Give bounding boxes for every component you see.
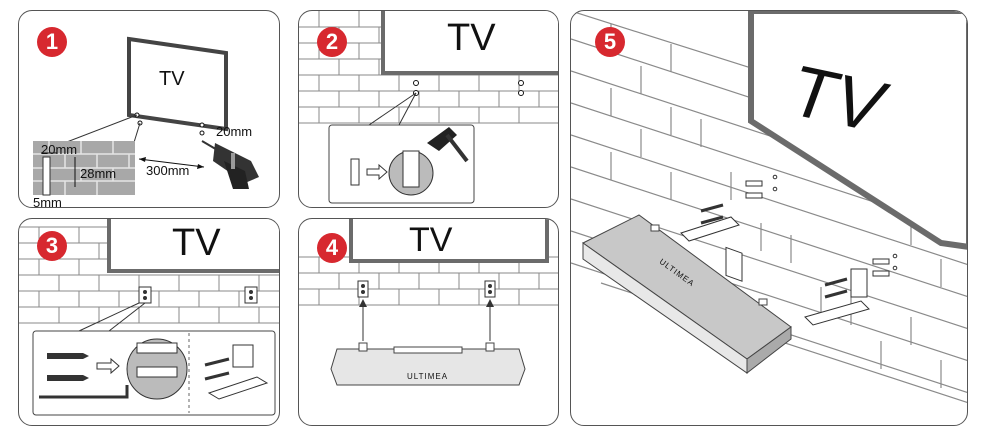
step-3-illustration bbox=[19, 219, 279, 416]
dimension-depth: 28mm bbox=[80, 166, 117, 181]
step-3-panel: 3 TV bbox=[18, 218, 280, 426]
step-1-illustration bbox=[33, 36, 259, 196]
step-4-illustration bbox=[299, 219, 558, 386]
bracket-right-icon bbox=[244, 286, 258, 304]
step-4-panel: 4 TV ULTIMEA bbox=[298, 218, 559, 426]
step-5-illustration bbox=[571, 11, 967, 403]
tv-outline bbox=[381, 11, 558, 75]
bracket-right-icon bbox=[484, 280, 496, 298]
dimension-hole-gap: 300mm bbox=[146, 163, 190, 178]
step-2-panel: 2 TV bbox=[298, 10, 559, 208]
tv-label: TV bbox=[409, 221, 453, 259]
anchor-icon bbox=[350, 158, 360, 186]
drill-icon bbox=[201, 140, 259, 189]
step-number-badge: 5 bbox=[595, 27, 625, 57]
bracket-assembly-icon bbox=[680, 174, 778, 282]
tv-label: TV bbox=[159, 68, 185, 90]
step-5-panel: 5 TV ULTIMEA bbox=[570, 10, 968, 426]
step-number-badge: 2 bbox=[317, 27, 347, 57]
step-2-illustration bbox=[299, 11, 558, 204]
brick-wall-inset bbox=[33, 141, 135, 196]
arrow-right-icon bbox=[96, 357, 120, 375]
brand-label: ULTIMEA bbox=[407, 372, 449, 381]
tv-label: TV bbox=[172, 222, 221, 264]
step-number-badge: 3 bbox=[37, 231, 67, 261]
soundbar-icon bbox=[582, 214, 792, 375]
dimension-bracket-spacing: 20mm bbox=[216, 124, 253, 139]
hole-marker-right-2 bbox=[199, 130, 205, 136]
bracket-assembly-icon-right bbox=[804, 253, 898, 326]
hammer-icon bbox=[427, 127, 469, 163]
soundbar-icon bbox=[330, 342, 526, 386]
tv-outline bbox=[748, 11, 967, 250]
tv-label: TV bbox=[447, 17, 496, 59]
dimension-top-spacing: 20mm bbox=[41, 142, 78, 157]
bracket-assembly-icon bbox=[204, 344, 269, 400]
screw-icon bbox=[47, 353, 89, 381]
dimension-diameter: 5mm bbox=[33, 195, 62, 208]
arrow-right-icon bbox=[366, 163, 388, 181]
tv-outline bbox=[127, 36, 228, 132]
bracket-left-icon bbox=[138, 286, 152, 304]
bracket-left-icon bbox=[357, 280, 369, 298]
hole-marker-right bbox=[199, 122, 205, 128]
tv-outline bbox=[107, 219, 279, 273]
step-number-badge: 1 bbox=[37, 27, 67, 57]
brick-wall bbox=[299, 256, 558, 306]
step-1-panel: 1 TV 20mm 20mm 300mm 28mm 5mm bbox=[18, 10, 280, 208]
step-number-badge: 4 bbox=[317, 233, 347, 263]
tv-outline bbox=[349, 219, 549, 263]
allen-key-icon bbox=[39, 385, 129, 399]
